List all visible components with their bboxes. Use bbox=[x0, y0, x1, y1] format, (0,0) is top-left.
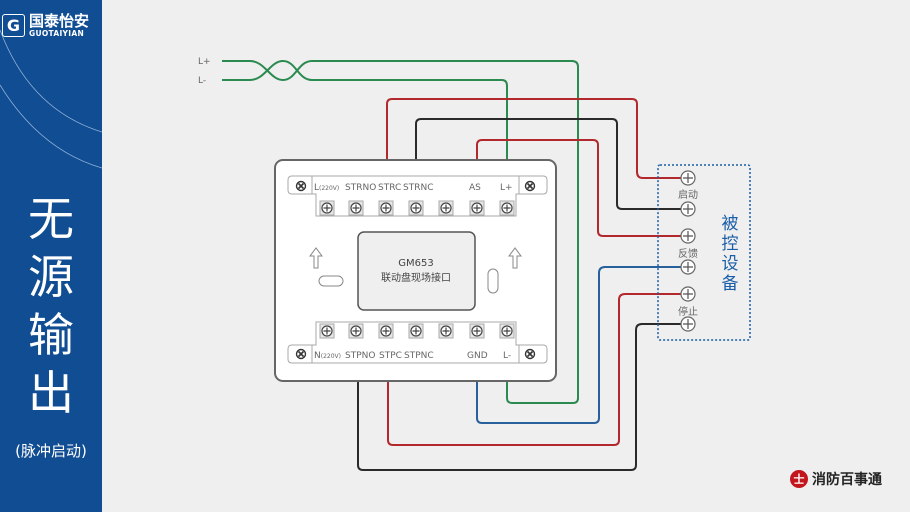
device-terminal-stop: 停止 bbox=[678, 305, 698, 318]
device-title-char: 控 bbox=[722, 234, 739, 254]
wire-green-bottom bbox=[506, 380, 579, 404]
module-model: GM653 bbox=[398, 258, 433, 269]
gm653-module: L(220V) STRNO STRC STRNC AS L+ N(220V) S… bbox=[274, 159, 557, 382]
terminal-l-plus: L+ bbox=[500, 183, 513, 193]
label-l-plus: L+ bbox=[198, 57, 211, 67]
device-title-char: 被 bbox=[722, 214, 739, 234]
wire-l-minus bbox=[222, 59, 508, 160]
wire-black-start bbox=[415, 118, 682, 210]
terminal-l: L bbox=[314, 183, 319, 193]
up-arrow-icon bbox=[508, 247, 522, 269]
wire-blue-feedback bbox=[476, 266, 682, 424]
wire-red-start bbox=[386, 98, 682, 179]
brand-watermark: 士 消防百事通 bbox=[790, 469, 882, 489]
label-l-minus: L- bbox=[198, 76, 206, 86]
company-logo: G 国泰怡安 GUOTAIYIAN bbox=[2, 14, 89, 38]
page-title: 无 源 输 出 bbox=[0, 190, 102, 422]
module-label-panel bbox=[357, 231, 476, 311]
title-char: 出 bbox=[28, 366, 74, 420]
brand-logo-icon: 士 bbox=[790, 470, 808, 488]
device-terminal-feedback: 反馈 bbox=[678, 247, 698, 260]
terminal-stpc: STPC bbox=[379, 351, 402, 361]
device-title-char: 设 bbox=[722, 254, 739, 274]
terminal-strnc: STRNC bbox=[403, 183, 433, 193]
wire-black-stop bbox=[357, 323, 682, 471]
terminal-as: AS bbox=[469, 183, 481, 193]
mounting-slot-horizontal bbox=[318, 275, 344, 287]
terminal-l-note: (220V) bbox=[319, 185, 339, 192]
mounting-slot-vertical bbox=[487, 268, 499, 294]
sidebar: G 国泰怡安 GUOTAIYIAN 无 源 输 出 (脉冲启动) bbox=[0, 0, 102, 512]
svg-text:L(220V): L(220V) bbox=[314, 183, 339, 193]
terminal-l-minus: L- bbox=[503, 351, 511, 361]
wire-l-plus bbox=[222, 60, 579, 400]
terminal-n-note: (220V) bbox=[321, 353, 341, 360]
wire-red-stop bbox=[387, 293, 682, 446]
title-char: 无 bbox=[28, 192, 74, 246]
logo-chinese-name: 国泰怡安 bbox=[29, 12, 90, 30]
title-char: 源 bbox=[28, 250, 74, 304]
terminal-stpnc: STPNC bbox=[404, 351, 434, 361]
terminal-strno: STRNO bbox=[345, 183, 376, 193]
device-title-char: 备 bbox=[722, 274, 739, 294]
controlled-device: 启动 反馈 停止 被 控 设 备 bbox=[657, 164, 751, 341]
wire-red-feedback bbox=[476, 139, 682, 237]
logo-mark-icon: G bbox=[2, 14, 25, 38]
device-terminal-start: 启动 bbox=[678, 188, 698, 201]
module-name: 联动盘现场接口 bbox=[381, 271, 451, 284]
decorative-arcs bbox=[0, 29, 102, 169]
up-arrow-icon bbox=[309, 247, 323, 269]
title-char: 输 bbox=[28, 308, 74, 362]
brand-name: 消防百事通 bbox=[812, 472, 882, 488]
terminal-strc: STRC bbox=[378, 183, 401, 193]
svg-text:N(220V): N(220V) bbox=[314, 351, 341, 361]
terminal-stpno: STPNO bbox=[345, 351, 375, 361]
terminal-gnd: GND bbox=[467, 351, 488, 361]
logo-english-name: GUOTAIYIAN bbox=[29, 29, 85, 38]
terminal-n: N bbox=[314, 351, 321, 361]
page-subtitle: (脉冲启动) bbox=[15, 442, 87, 460]
